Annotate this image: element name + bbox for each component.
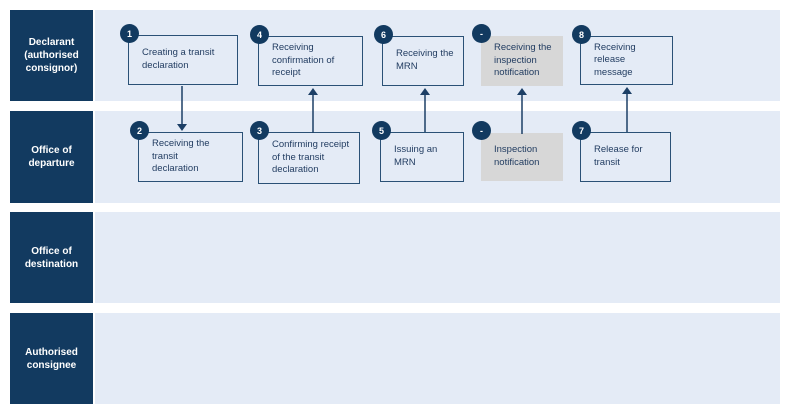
lane-office-of-destination-label: Office of destination [10,212,93,303]
lane-declarant-label: Declarant (authorised consignor) [10,10,93,101]
step-3-label: Confirming receipt of the transit declar… [272,139,350,176]
step-2-label: Receiving the transit declaration [152,138,210,175]
step-4-badge: 4 [250,25,269,44]
inspection-notification-badge: - [472,121,491,140]
lane-office-of-destination: Office of destination [10,212,780,303]
step-box-1-creating-transit-declaration: 1 Creating a transit declaration [120,24,238,85]
step-box-4-receiving-confirmation-of-receipt: 4 Receiving confirmation of receipt [250,25,363,86]
receiving-inspection-badge: - [472,24,491,43]
step-box-5-issuing-an-mrn: 5 Issuing an MRN [372,121,464,182]
step-6-badge: 6 [374,25,393,44]
step-box-6-receiving-the-mrn: 6 Receiving the MRN [374,25,464,86]
step-1-label: Creating a transit declaration [142,47,215,71]
step-box-8-receiving-release-message: 8 Receiving release message [572,25,673,85]
lane-authorised-consignee: Authorised consignee [10,313,780,404]
lane-office-of-departure: Office of departure [10,111,780,203]
lane-office-of-destination-band [95,212,780,303]
step-3-badge: 3 [250,121,269,140]
lane-authorised-consignee-label: Authorised consignee [10,313,93,404]
step-4-label: Receiving confirmation of receipt [272,42,335,79]
step-box-3-confirming-receipt: 3 Confirming receipt of the transit decl… [250,121,360,184]
step-8-badge: 8 [572,25,591,44]
step-8-label: Receiving release message [594,41,636,78]
receiving-inspection-label: Receiving the inspection notification [494,42,552,79]
step-1-badge: 1 [120,24,139,43]
step-5-label: Issuing an MRN [394,144,438,168]
lane-authorised-consignee-band [95,313,780,404]
step-5-badge: 5 [372,121,391,140]
step-box-7-release-for-transit: 7 Release for transit [572,121,671,182]
step-box-receiving-inspection-notification: - Receiving the inspection notification [472,24,563,86]
step-box-2-receiving-transit-declaration: 2 Receiving the transit declaration [130,121,243,182]
lane-office-of-departure-band [95,111,780,203]
step-6-label: Receiving the MRN [396,48,454,72]
step-2-badge: 2 [130,121,149,140]
inspection-notification-label: Inspection notification [494,144,540,168]
step-box-inspection-notification: - Inspection notification [472,121,563,181]
lane-office-of-departure-label: Office of departure [10,111,93,203]
step-7-badge: 7 [572,121,591,140]
step-7-label: Release for transit [594,144,643,168]
